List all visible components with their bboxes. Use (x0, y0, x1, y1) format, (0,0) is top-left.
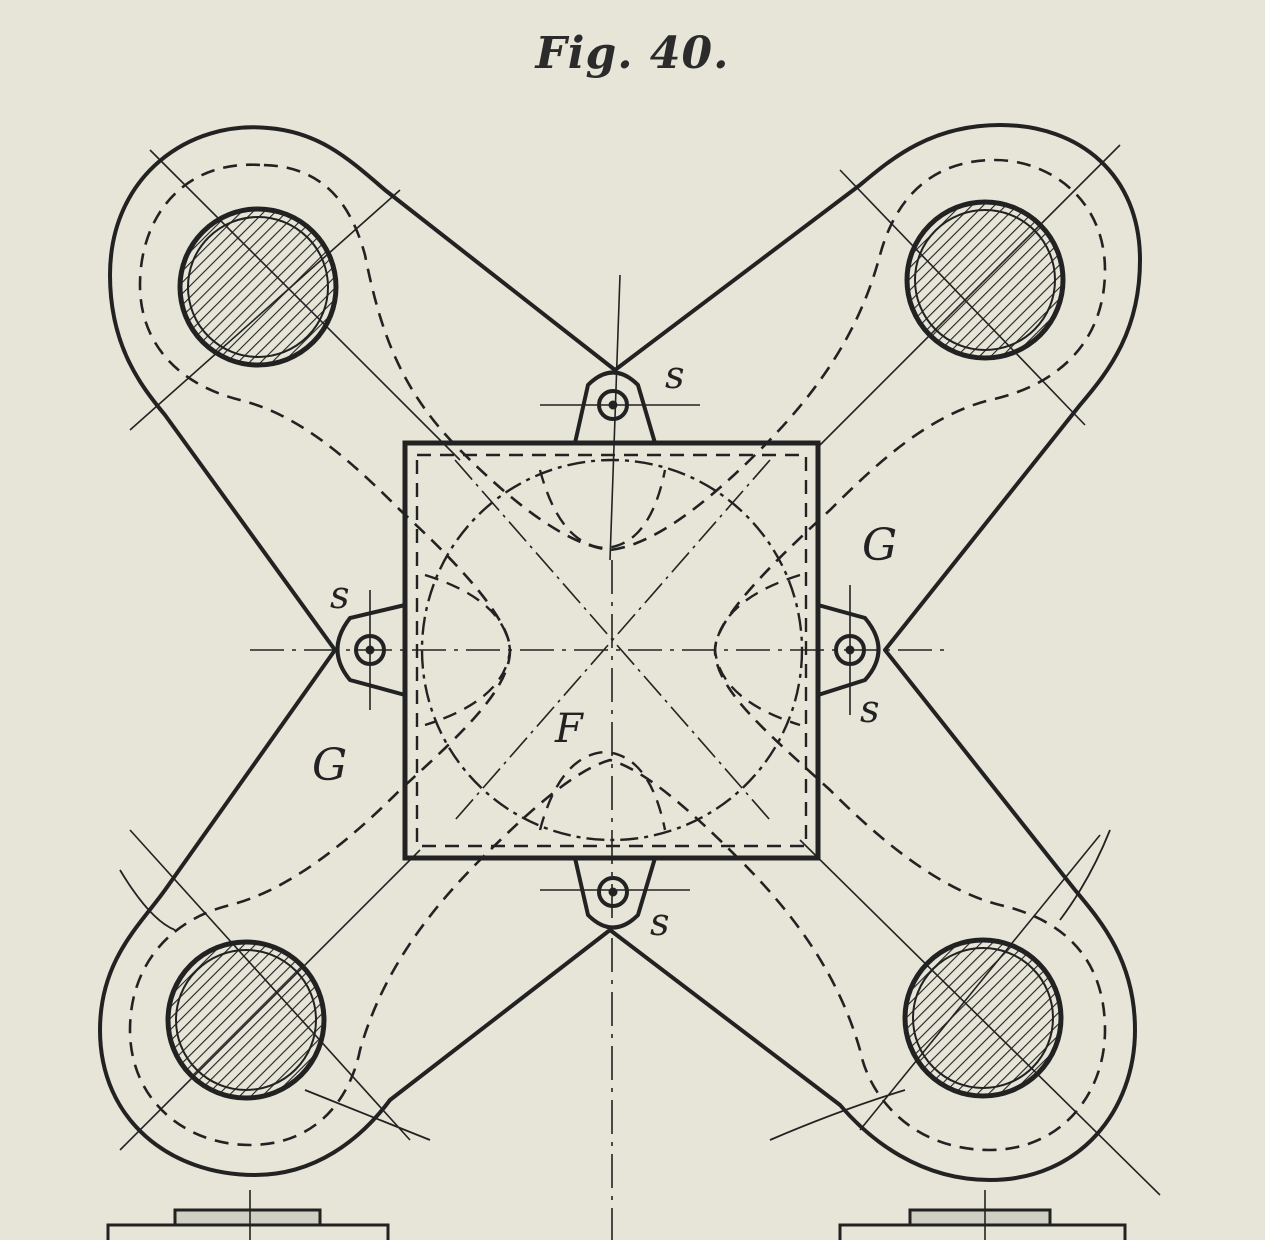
screw-lug-right (817, 585, 881, 715)
center-lines (250, 274, 945, 1240)
lower-view-right (838, 1190, 1127, 1240)
bolt-bottom-left (165, 939, 327, 1101)
bolt-top-left (177, 206, 339, 368)
inner-dashed-contour (128, 158, 1107, 1152)
figure-title: Fig. 40. (535, 28, 730, 79)
bolt-arcs (119, 829, 1111, 1141)
label-flange-right: G (862, 520, 897, 571)
bolt-bottom-right (902, 937, 1064, 1099)
screw-lug-left (335, 590, 406, 710)
screw-lug-top (540, 370, 700, 444)
label-center-f: F (554, 706, 584, 752)
label-screw-top: s (665, 353, 685, 397)
flange-outline (98, 123, 1142, 1182)
label-screw-bottom: s (650, 900, 670, 944)
label-screw-right: s (860, 687, 880, 731)
lower-view-left (106, 1190, 390, 1240)
label-flange-left: G (312, 740, 347, 791)
label-screw-left: s (330, 573, 350, 617)
screw-lug-bottom (540, 857, 690, 930)
